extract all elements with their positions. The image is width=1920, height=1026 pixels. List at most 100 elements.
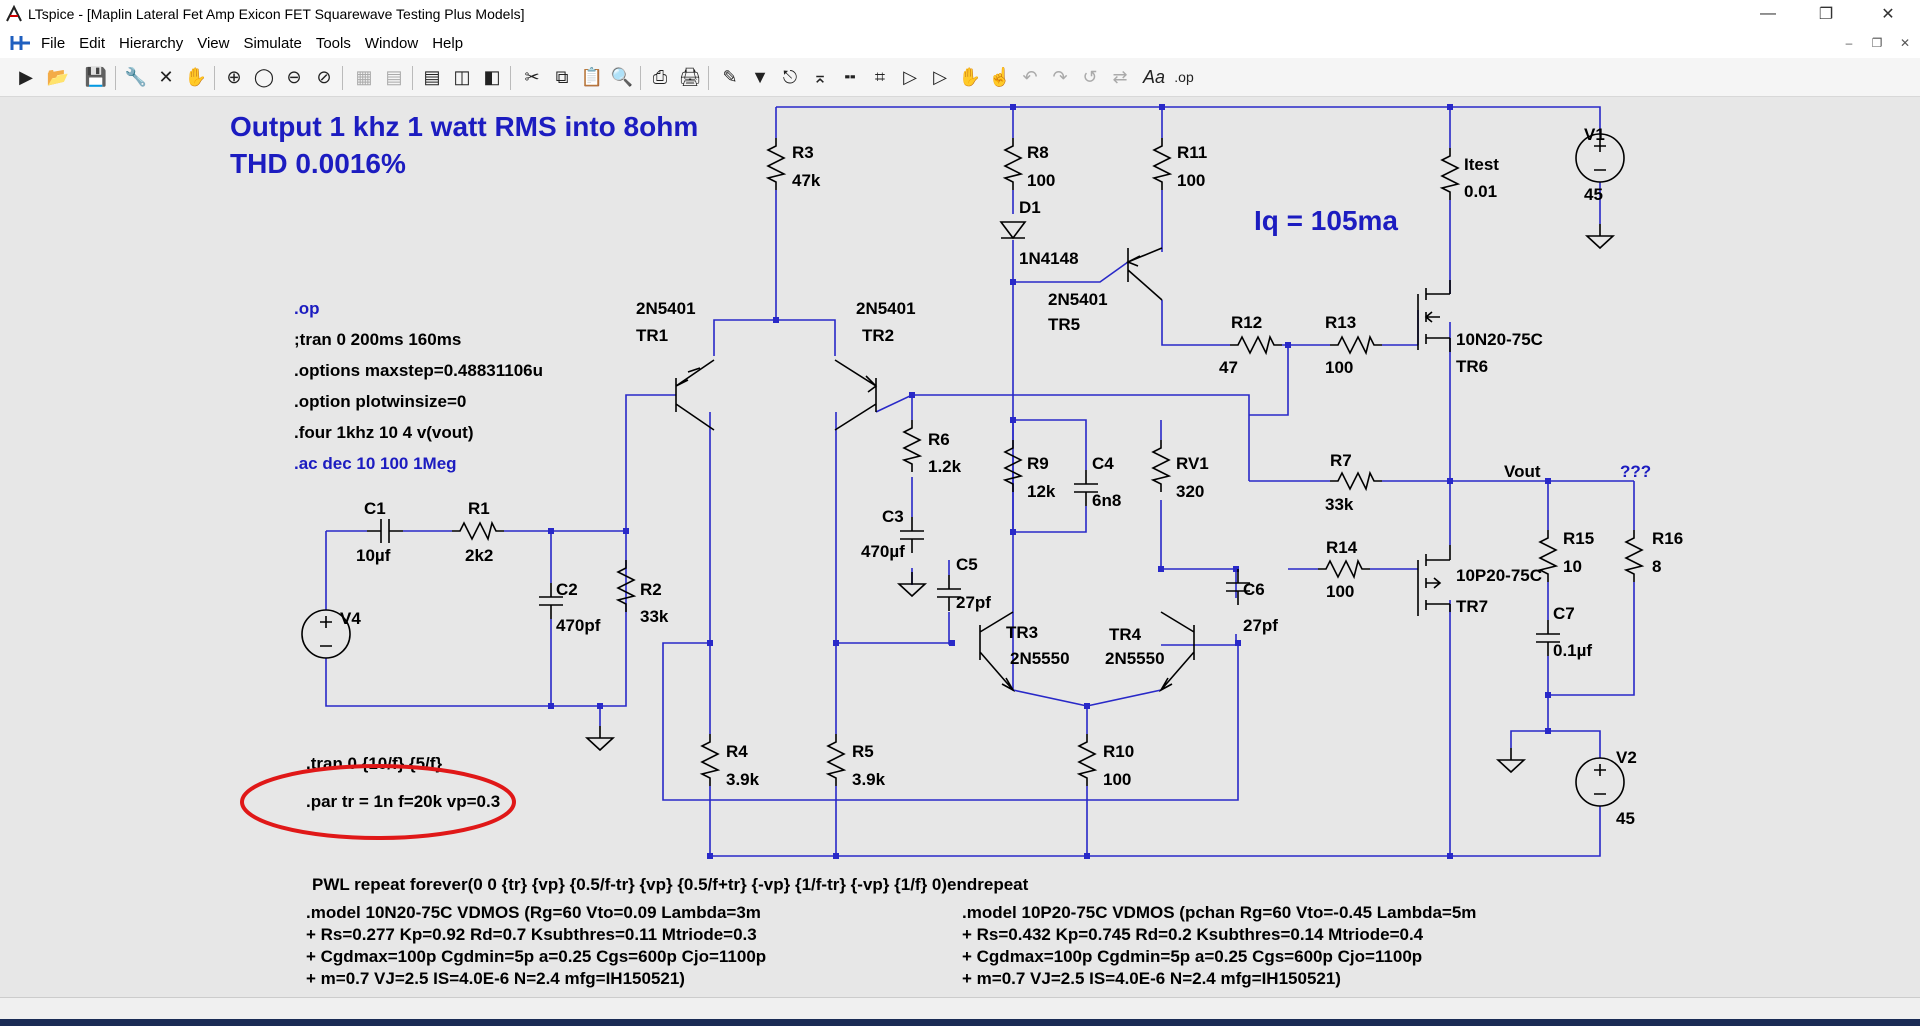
cascade-icon[interactable]: ◫	[453, 66, 471, 87]
save-icon[interactable]: 💾	[84, 66, 108, 87]
label-r2-value: 33k	[640, 607, 669, 626]
halt-icon[interactable]: ✕	[158, 66, 174, 87]
highlight-annotation	[240, 764, 516, 840]
directive-plotwinsize[interactable]: .option plotwinsize=0	[294, 392, 466, 411]
autorange-icon[interactable]: ▦	[355, 66, 373, 87]
menu-tools[interactable]: Tools	[315, 34, 351, 52]
ltspice-logo-icon	[10, 36, 30, 50]
print-icon[interactable]: 🖨	[678, 66, 702, 87]
title-bar: LTspice - [Maplin Lateral Fet Amp Exicon…	[0, 0, 1920, 28]
label-rv1-value: 320	[1176, 482, 1204, 501]
menu-edit[interactable]: Edit	[79, 34, 106, 52]
text-icon[interactable]: Aa	[1142, 66, 1166, 87]
redo-icon[interactable]: ↷	[1052, 66, 1068, 87]
pmos-model-line3[interactable]: + Cgdmax=100p Cgdmin=5p a=0.25 Cgs=600p …	[962, 947, 1422, 966]
zoom-out-icon[interactable]: ⊖	[286, 66, 302, 87]
document-close-button[interactable]: ✕	[1899, 36, 1911, 50]
directive-maxstep[interactable]: .options maxstep=0.48831106u	[294, 361, 543, 380]
run-icon[interactable]: ▶	[19, 66, 33, 87]
resistor-icon[interactable]: ⌅	[812, 66, 828, 87]
directive-ac[interactable]: .ac dec 10 100 1Meg	[294, 454, 457, 473]
wire-net	[325, 106, 1635, 857]
label-tr5: TR5	[1048, 315, 1080, 334]
label-vout: Vout	[1504, 462, 1541, 481]
undo-icon[interactable]: ↶	[1022, 66, 1038, 87]
pan-icon[interactable]: ✋	[184, 66, 208, 87]
heading-line2[interactable]: THD 0.0016%	[230, 148, 406, 179]
label-r14: R14	[1326, 538, 1358, 557]
copy-icon[interactable]: ⧉	[555, 66, 569, 87]
document-minimize-button[interactable]: –	[1845, 36, 1853, 50]
inductor-icon[interactable]: ⌗	[874, 66, 886, 87]
label-tr4: TR4	[1109, 625, 1142, 644]
label-v1-value: 45	[1584, 185, 1603, 204]
label-itest-value: 0.01	[1464, 182, 1497, 201]
mosfet-tr6	[1417, 280, 1451, 352]
rotate-icon[interactable]: ↺	[1082, 66, 1098, 87]
directive-par[interactable]: .par tr = 1n f=20k vp=0.3	[306, 792, 500, 811]
restore-button[interactable]: ❐	[1818, 6, 1834, 23]
spice-directive-icon[interactable]: .op	[1174, 69, 1194, 85]
heading-line1[interactable]: Output 1 khz 1 watt RMS into 8ohm	[230, 111, 698, 142]
label-r4: R4	[726, 742, 748, 761]
label-v1: V1	[1584, 125, 1605, 144]
close-button[interactable]: ✕	[1881, 6, 1895, 23]
label-r10-value: 100	[1103, 770, 1131, 789]
transistor-tr2	[834, 359, 878, 431]
pmos-model-line4[interactable]: + m=0.7 VJ=2.5 IS=4.0E-6 N=2.4 mfg=IH150…	[962, 969, 1341, 988]
zoom-area-icon[interactable]: ◯	[253, 66, 275, 87]
ground-icon[interactable]: ▼	[751, 66, 769, 87]
label-icon[interactable]: ⎋	[782, 66, 798, 87]
label-tr7: TR7	[1456, 597, 1488, 616]
label-itest: Itest	[1464, 155, 1499, 174]
capacitor-icon[interactable]: ╍	[844, 66, 856, 87]
close-all-icon[interactable]: ◧	[483, 66, 501, 87]
pmos-model-line1[interactable]: .model 10P20-75C VDMOS (pchan Rg=60 Vto=…	[962, 903, 1476, 922]
nmos-model-line2[interactable]: + Rs=0.277 Kp=0.92 Rd=0.7 Ksubthres=0.11…	[306, 925, 757, 944]
label-c4-value: 6n8	[1092, 491, 1121, 510]
fit-icon[interactable]: ▤	[385, 66, 403, 87]
label-r11-value: 100	[1177, 171, 1205, 190]
control-panel-icon[interactable]: 🔧	[124, 66, 148, 87]
zoom-in-icon[interactable]: ⊕	[226, 66, 242, 87]
wire-icon[interactable]: ✎	[722, 66, 738, 87]
diode-d1	[999, 221, 1027, 240]
directive-op[interactable]: .op	[294, 299, 320, 318]
menu-view[interactable]: View	[197, 34, 230, 52]
directive-tran-comment[interactable]: ;tran 0 200ms 160ms	[294, 330, 461, 349]
label-c6: C6	[1243, 580, 1265, 599]
component-icon[interactable]: ▷	[933, 66, 947, 87]
iq-label[interactable]: Iq = 105ma	[1254, 205, 1398, 236]
label-c4: C4	[1092, 454, 1114, 473]
mirror-icon[interactable]: ⇄	[1112, 66, 1128, 87]
pmos-model-line2[interactable]: + Rs=0.432 Kp=0.745 Rd=0.2 Ksubthres=0.1…	[962, 925, 1424, 944]
nmos-model-line3[interactable]: + Cgdmax=100p Cgdmin=5p a=0.25 Cgs=600p …	[306, 947, 766, 966]
schematic-canvas[interactable]: Output 1 khz 1 watt RMS into 8ohm THD 0.…	[0, 97, 1920, 997]
transistor-tr3	[979, 611, 1016, 693]
menu-simulate[interactable]: Simulate	[243, 34, 302, 52]
menu-hierarchy[interactable]: Hierarchy	[119, 34, 184, 52]
menu-file[interactable]: File	[41, 34, 66, 52]
minimize-button[interactable]: —	[1760, 5, 1776, 22]
diode-icon[interactable]: ▷	[903, 66, 917, 87]
tile-icon[interactable]: ▤	[423, 66, 441, 87]
menu-help[interactable]: Help	[432, 34, 464, 52]
cut-icon[interactable]: ✂	[524, 66, 540, 87]
zoom-cancel-icon[interactable]: ⊘	[316, 66, 332, 87]
label-unknown-net: ???	[1620, 462, 1651, 481]
label-r12: R12	[1231, 313, 1262, 332]
label-r2: R2	[640, 580, 662, 599]
menu-window[interactable]: Window	[364, 34, 419, 52]
label-r10: R10	[1103, 742, 1134, 761]
paste-icon[interactable]: 📋	[580, 66, 604, 87]
print-setup-icon[interactable]: ⎙	[652, 66, 668, 87]
document-restore-button[interactable]: ❐	[1871, 36, 1883, 50]
open-icon[interactable]: 📂	[46, 66, 70, 87]
move-icon[interactable]: ✋	[958, 66, 982, 87]
drag-icon[interactable]: ☝	[988, 66, 1012, 87]
nmos-model-line4[interactable]: + m=0.7 VJ=2.5 IS=4.0E-6 N=2.4 mfg=IH150…	[306, 969, 685, 988]
find-icon[interactable]: 🔍	[610, 66, 634, 87]
pwl-source-value[interactable]: PWL repeat forever(0 0 {tr} {vp} {0.5/f-…	[312, 875, 1029, 894]
directive-four[interactable]: .four 1khz 10 4 v(vout)	[294, 423, 473, 442]
nmos-model-line1[interactable]: .model 10N20-75C VDMOS (Rg=60 Vto=0.09 L…	[306, 903, 761, 922]
